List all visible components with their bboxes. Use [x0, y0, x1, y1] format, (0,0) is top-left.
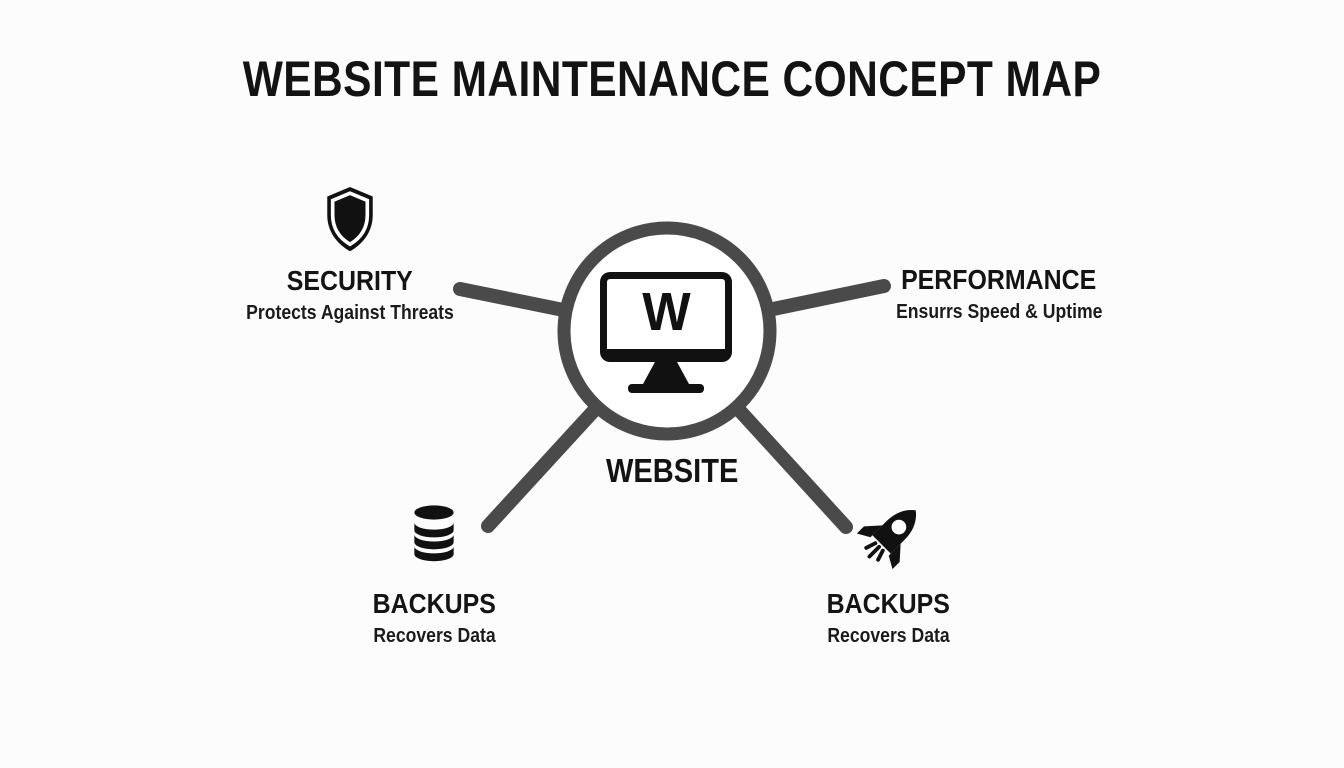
- backups-left-label: BACKUPS: [372, 588, 496, 619]
- monitor-base: [628, 384, 704, 393]
- backups-right-description: Recovers Data: [826, 625, 950, 647]
- rocket-icon: [856, 509, 917, 570]
- monitor-icon: W: [600, 272, 732, 393]
- performance-label: PERFORMANCE: [901, 264, 1097, 295]
- security-description: Protects Against Threats: [246, 302, 454, 324]
- page-title: WEBSITE MAINTENANCE CONCEPT MAP: [0, 54, 1344, 104]
- backups-left-icon-box: [406, 503, 462, 565]
- backups-right-icon-box: [846, 496, 930, 580]
- database-icon: [414, 505, 454, 562]
- monitor-stand: [643, 362, 689, 384]
- node-backups-right: BACKUPS Recovers Data: [748, 496, 1028, 646]
- monitor-letter: W: [641, 282, 691, 342]
- center-node-label: WEBSITE: [0, 454, 1344, 487]
- node-backups-left: BACKUPS Recovers Data: [294, 503, 574, 646]
- website-label-text: WEBSITE: [605, 452, 739, 489]
- security-icon-box: [319, 184, 381, 254]
- shield-icon: [327, 186, 373, 252]
- backups-left-description: Recovers Data: [372, 625, 496, 647]
- node-performance: PERFORMANCE Ensurrs Speed & Uptime: [839, 264, 1159, 323]
- page-title-text: WEBSITE MAINTENANCE CONCEPT MAP: [242, 51, 1102, 107]
- backups-right-label: BACKUPS: [826, 588, 950, 619]
- monitor-screen: W: [600, 272, 732, 362]
- node-security: SECURITY Protects Against Threats: [190, 184, 510, 323]
- security-label: SECURITY: [286, 265, 413, 296]
- performance-description: Ensurrs Speed & Uptime: [895, 301, 1103, 323]
